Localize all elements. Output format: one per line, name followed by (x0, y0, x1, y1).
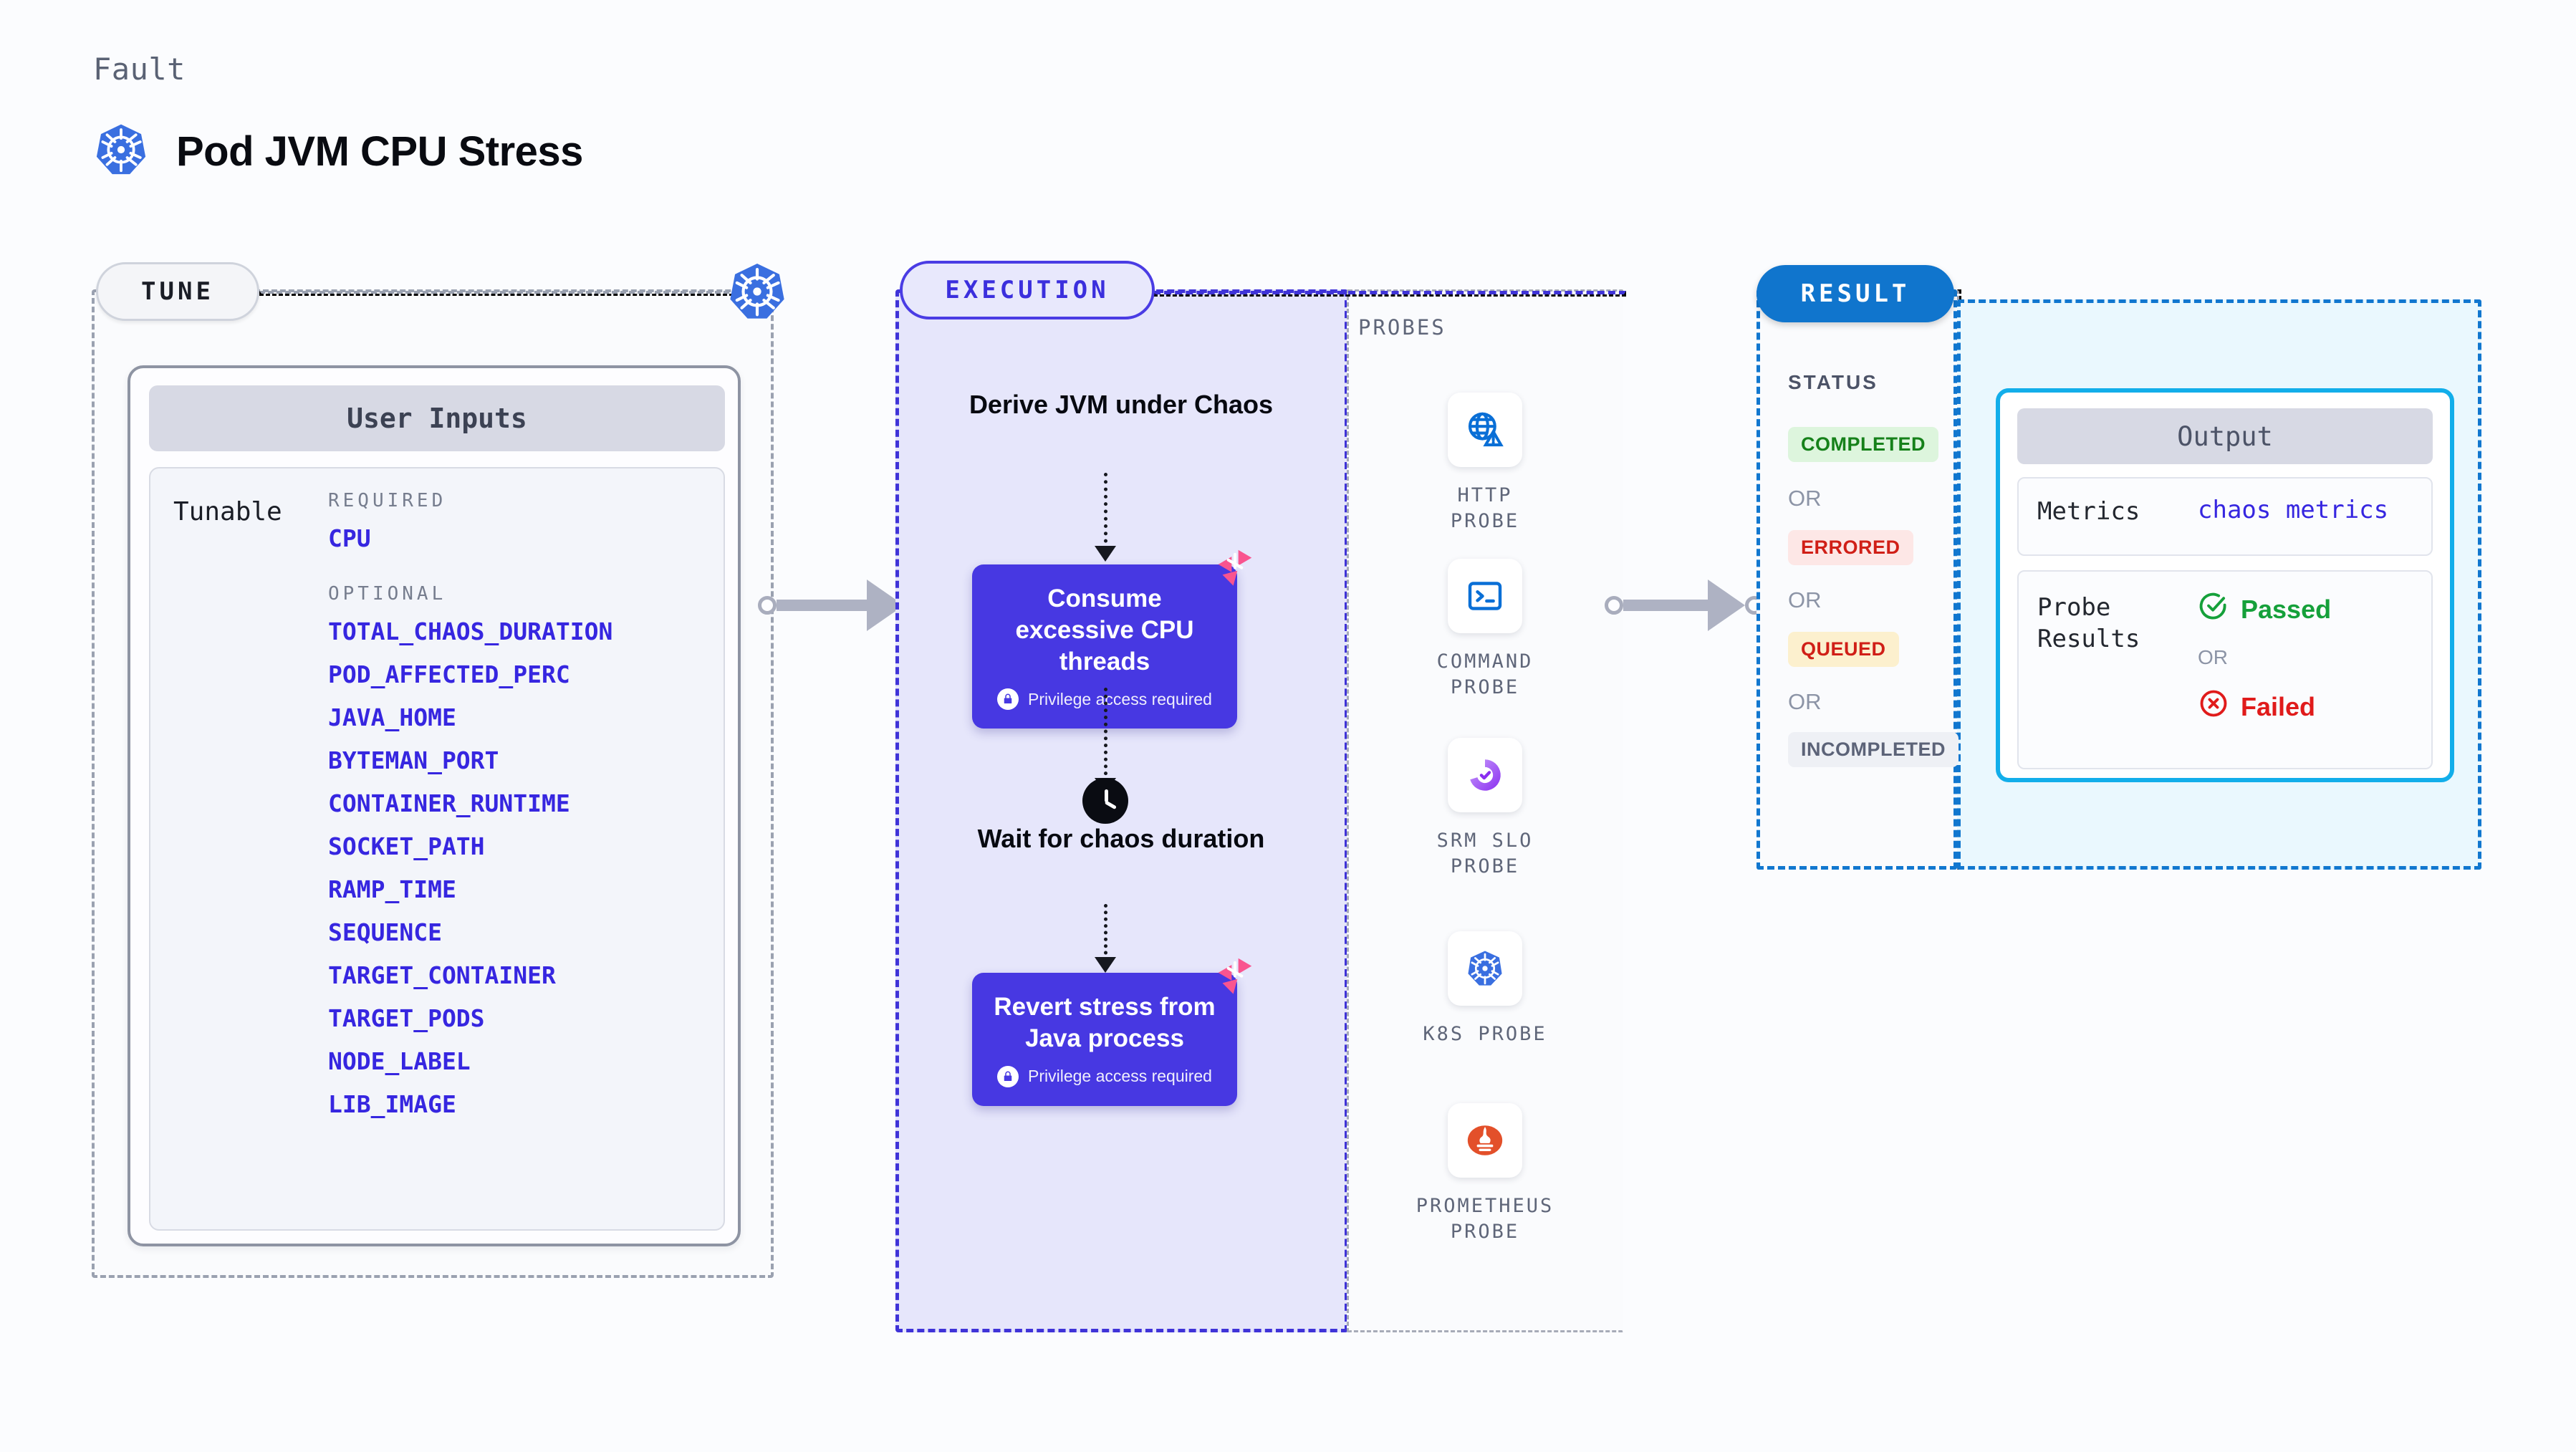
connector-dot (758, 596, 777, 615)
probe-label: HTTP PROBE (1450, 484, 1520, 533)
param-item[interactable]: SOCKET_PATH (328, 832, 485, 860)
optional-heading: OPTIONAL (328, 583, 447, 605)
probe-item[interactable]: PROMETHEUS PROBE (1416, 1103, 1552, 1246)
probe-passed: Passed (2198, 590, 2331, 628)
param-item[interactable]: RAMP_TIME (328, 875, 456, 903)
metrics-key: Metrics (2037, 497, 2140, 526)
kubernetes-icon (1448, 931, 1522, 1006)
connector-dot (1605, 596, 1623, 615)
param-item[interactable]: TOTAL_CHAOS_DURATION (328, 617, 613, 645)
arrow-head-icon (1095, 546, 1116, 562)
param-item[interactable]: CPU (328, 524, 371, 552)
arrow-head-icon (1708, 580, 1745, 631)
flow-line (1104, 904, 1107, 961)
param-item[interactable]: TARGET_PODS (328, 1004, 485, 1032)
probe-item[interactable]: K8S PROBE (1423, 931, 1547, 1047)
param-item[interactable]: BYTEMAN_PORT (328, 746, 499, 774)
probe-item[interactable]: HTTP PROBE (1423, 393, 1547, 535)
execution-step-box[interactable]: Revert stress from Java process Privileg… (972, 958, 1252, 1106)
globe-warning-icon (1448, 393, 1522, 467)
execution-pill[interactable]: EXECUTION (900, 261, 1155, 319)
page-title-row: Pod JVM CPU Stress (93, 122, 583, 181)
tune-pill[interactable]: TUNE (96, 262, 259, 321)
user-inputs-card: User Inputs Tunable REQUIRED CPU OPTIONA… (128, 365, 741, 1246)
probe-item[interactable]: SRM SLO PROBE (1423, 738, 1547, 880)
connector-bar (777, 600, 868, 611)
execution-step-title: Consume excessive CPU threads (1015, 585, 1194, 675)
flow-line (1104, 473, 1107, 550)
connector-bar (1623, 600, 1709, 611)
litmus-chaos-icon (1213, 953, 1257, 997)
user-inputs-body: Tunable REQUIRED CPU OPTIONAL TOTAL_CHAO… (149, 467, 725, 1231)
probe-label: COMMAND PROBE (1436, 650, 1534, 699)
status-badge: INCOMPLETED (1788, 732, 1959, 767)
arrow-head-icon (1095, 957, 1116, 973)
check-circle-icon (2198, 590, 2229, 628)
connector-execution-to-result (1605, 580, 1764, 631)
or-label: OR (1788, 486, 1822, 511)
required-heading: REQUIRED (328, 490, 447, 511)
or-label: OR (2198, 646, 2228, 668)
tune-top-dashed-line (259, 291, 746, 296)
litmus-chaos-icon (1213, 544, 1257, 589)
probe-label: SRM SLO PROBE (1436, 830, 1534, 878)
user-inputs-title: User Inputs (149, 385, 725, 451)
page-title: Pod JVM CPU Stress (176, 128, 583, 175)
status-badge: ERRORED (1788, 530, 1913, 565)
metrics-value[interactable]: chaos metrics (2198, 496, 2389, 524)
status-heading: STATUS (1788, 371, 1878, 393)
param-item[interactable]: LIB_IMAGE (328, 1090, 456, 1118)
kubernetes-icon (93, 122, 149, 181)
privilege-note: Privilege access required (972, 681, 1237, 729)
status-badge: COMPLETED (1788, 427, 1939, 462)
execution-step-title: Revert stress from Java process (994, 993, 1216, 1052)
flow-line (1104, 688, 1107, 782)
result-pill[interactable]: RESULT (1756, 265, 1954, 322)
probe-label: PROMETHEUS PROBE (1416, 1195, 1554, 1244)
x-circle-icon (2198, 688, 2229, 726)
param-item[interactable]: POD_AFFECTED_PERC (328, 660, 570, 688)
lock-icon (997, 688, 1019, 711)
status-badge: QUEUED (1788, 632, 1899, 667)
probe-passed-label: Passed (2241, 594, 2332, 624)
wait-step-label: Wait for chaos duration (977, 824, 1265, 853)
param-item[interactable]: CONTAINER_RUNTIME (328, 789, 570, 817)
privilege-note-text: Privilege access required (1028, 689, 1212, 708)
param-item[interactable]: TARGET_CONTAINER (328, 961, 556, 989)
privilege-note-text: Privilege access required (1028, 1067, 1212, 1085)
terminal-icon (1448, 559, 1522, 633)
srm-slo-icon (1448, 738, 1522, 812)
lock-icon (997, 1065, 1019, 1087)
probe-failed: Failed (2198, 688, 2315, 726)
tunable-label: Tunable (173, 497, 282, 527)
prometheus-icon (1448, 1103, 1522, 1178)
param-item[interactable]: SEQUENCE (328, 918, 442, 946)
metrics-row: Metrics chaos metrics (2017, 477, 2433, 556)
probe-failed-label: Failed (2241, 691, 2316, 721)
probes-section-label: PROBES (1358, 315, 1446, 340)
param-item[interactable]: NODE_LABEL (328, 1047, 471, 1075)
or-label: OR (1788, 689, 1822, 714)
or-label: OR (1788, 587, 1822, 612)
execution-top-dashed-line (1153, 291, 1626, 297)
probe-label: K8S PROBE (1423, 1023, 1547, 1045)
privilege-note: Privilege access required (972, 1059, 1237, 1106)
parameter-column: REQUIRED CPU OPTIONAL TOTAL_CHAOS_DURATI… (328, 490, 708, 1133)
output-title: Output (2017, 408, 2433, 464)
clock-icon (1082, 778, 1128, 824)
probe-item[interactable]: COMMAND PROBE (1423, 559, 1547, 701)
param-item[interactable]: JAVA_HOME (328, 703, 456, 731)
fault-kicker: Fault (93, 52, 186, 87)
derive-jvm-step-label: Derive JVM under Chaos (969, 390, 1274, 419)
kubernetes-icon (726, 261, 788, 322)
